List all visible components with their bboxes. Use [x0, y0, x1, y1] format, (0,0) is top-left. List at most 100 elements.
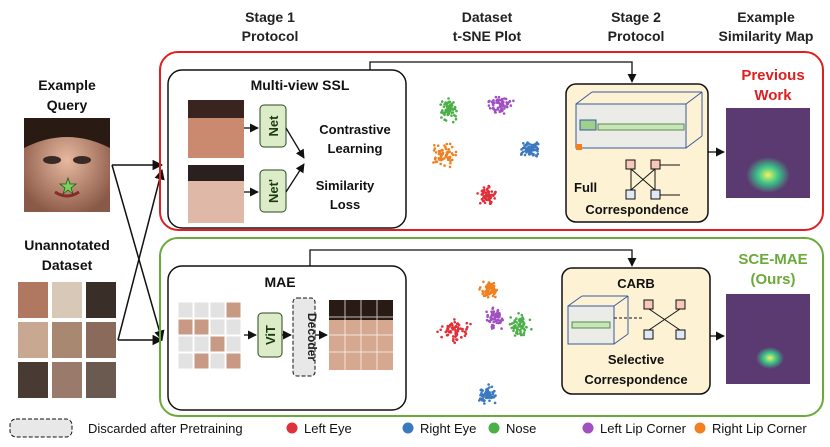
tsne-point — [494, 108, 497, 112]
similarity-label: Similarity — [316, 178, 375, 193]
tsne-point — [453, 320, 457, 324]
full-correspondence-label: Correspondence — [585, 202, 688, 217]
vit-label: ViT — [263, 325, 278, 345]
tsne-point — [522, 327, 526, 330]
tsne-point — [522, 333, 525, 337]
tsne-point — [437, 157, 441, 160]
tsne-point — [443, 157, 446, 160]
tsne-point — [440, 157, 444, 161]
tsne-point — [444, 110, 447, 114]
tsne-point — [521, 316, 524, 319]
tsne-point — [454, 333, 458, 337]
tsne-point — [506, 102, 509, 106]
star-icon — [58, 176, 78, 196]
tsne-point — [505, 105, 509, 109]
tsne-point — [509, 104, 513, 107]
tsne-point — [491, 306, 495, 310]
tsne-point — [508, 322, 512, 326]
tsne-point — [487, 184, 491, 188]
tsne-point — [490, 282, 494, 286]
tsne-point — [463, 334, 467, 338]
tsne-point — [444, 101, 447, 104]
feature-cube-icon — [575, 91, 703, 150]
image-patch — [193, 318, 210, 336]
tsne-point — [447, 148, 451, 151]
tsne-point — [465, 328, 468, 331]
tsne-point — [432, 161, 435, 164]
net-label: Net — [266, 115, 281, 137]
tsne-point — [488, 99, 491, 103]
masked-patch-grid — [177, 301, 242, 370]
tsne-point — [488, 399, 491, 403]
tsne-point — [439, 103, 443, 106]
tsne-point — [443, 113, 446, 117]
tsne-point — [498, 110, 502, 114]
tsne-point — [487, 293, 491, 296]
tsne-point — [444, 119, 448, 122]
tsne-point — [456, 322, 460, 325]
tsne-point — [454, 117, 458, 121]
image-patch — [177, 335, 194, 353]
contrastive-label: Contrastive — [319, 122, 391, 137]
image-patch — [193, 352, 210, 370]
tsne-point — [451, 326, 455, 330]
tsne-point — [455, 109, 458, 113]
learning-label: Learning — [328, 141, 383, 156]
tsne-point — [526, 147, 530, 150]
tsne-point — [487, 383, 490, 386]
unannotated-label: Unannotated — [24, 237, 110, 253]
tsne-point — [524, 149, 527, 153]
tsne-point — [488, 386, 491, 389]
tsne-point — [502, 103, 505, 107]
tsne-point — [487, 104, 491, 107]
tsne-point — [446, 156, 450, 160]
decoder-block — [292, 297, 316, 377]
tsne-point — [490, 385, 494, 389]
multiview-ssl-title: Multi-view SSL — [251, 77, 350, 93]
tsne-point — [492, 106, 495, 110]
tsne-point — [520, 313, 524, 317]
tsne-point — [486, 189, 490, 193]
tsne-point — [489, 195, 493, 199]
tsne-point — [487, 284, 491, 287]
tsne-point — [497, 321, 501, 325]
tsne-point — [494, 95, 498, 99]
tsne-point — [441, 109, 444, 112]
tsne-point — [447, 97, 450, 100]
image-patch — [209, 301, 226, 319]
selective-label: Selective — [608, 352, 664, 367]
image-patch — [209, 318, 226, 336]
tsne-point — [528, 151, 532, 154]
tsne-point — [528, 142, 531, 146]
tsne-point — [497, 95, 501, 99]
tsne-point — [496, 106, 500, 110]
tsne-point — [498, 105, 502, 109]
header-similarity-sub: Similarity Map — [719, 28, 814, 44]
tsne-point — [524, 143, 528, 147]
tsne-point — [452, 101, 455, 104]
tsne-point — [518, 319, 521, 323]
tsne-point — [491, 102, 495, 106]
tsne-point — [485, 389, 488, 393]
tsne-point — [503, 107, 506, 110]
tsne-point — [493, 401, 497, 405]
carb-box — [561, 267, 711, 395]
legend-dot — [582, 422, 594, 434]
tsne-point — [523, 146, 526, 149]
tsne-point — [488, 107, 492, 110]
tsne-point — [489, 200, 492, 203]
tsne-point — [433, 157, 437, 161]
tsne-point — [488, 391, 491, 394]
header-stage1: Stage 1 — [245, 9, 295, 25]
tsne-point — [525, 325, 528, 329]
tsne-point — [448, 331, 451, 334]
tsne-point — [532, 145, 535, 149]
tsne-point — [453, 318, 456, 321]
tsne-point — [493, 317, 497, 321]
previous-work-tag: Previous — [741, 67, 804, 84]
tsne-point — [443, 164, 446, 167]
bottom-bypass-arrow — [309, 249, 637, 267]
tsne-point — [481, 292, 485, 296]
tsne-point — [514, 324, 517, 327]
